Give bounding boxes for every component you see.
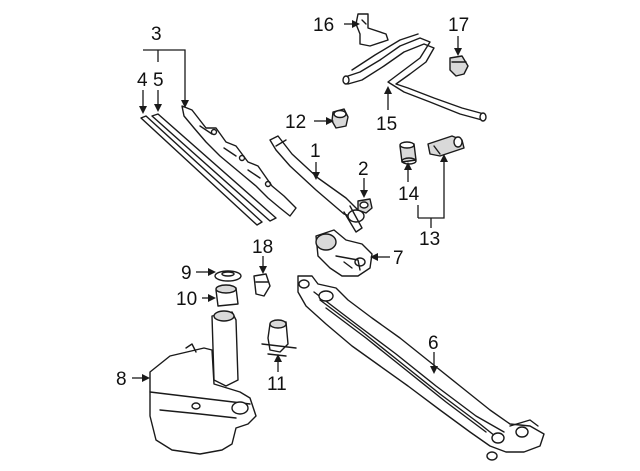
callout-2: 2: [358, 159, 369, 180]
callout-18: 18: [252, 237, 273, 258]
callout-10: 10: [176, 289, 197, 310]
part-10-washer-cap: [215, 284, 239, 307]
callout-11: 11: [267, 374, 287, 395]
callout-4: 4: [137, 70, 148, 91]
leader-lines: [132, 20, 462, 382]
part-3-wiper-blade: [181, 105, 297, 217]
part-17-clip: [449, 55, 469, 77]
callout-12: 12: [285, 112, 306, 133]
callout-17: 17: [448, 15, 469, 36]
part-7-wiper-motor: [315, 229, 373, 277]
part-12-cap: [331, 108, 349, 129]
part-6-wiper-linkage: [297, 275, 545, 461]
part-1-wiper-arm: [269, 135, 365, 233]
callout-8: 8: [116, 369, 127, 390]
part-16-hose-bracket: [355, 13, 389, 47]
callout-5: 5: [153, 70, 164, 91]
part-14-grommet: [399, 141, 417, 165]
part-4-blade-insert: [140, 115, 263, 226]
part-13-washer-nozzle: [427, 135, 465, 157]
part-9-cap-seal: [214, 270, 242, 282]
callout-7: 7: [393, 248, 404, 269]
callout-1: 1: [310, 141, 321, 162]
part-8-washer-reservoir: [149, 310, 257, 455]
callout-13: 13: [419, 229, 440, 250]
callout-15: 15: [376, 114, 397, 135]
part-11-washer-pump: [261, 319, 297, 357]
callout-9: 9: [181, 263, 192, 284]
part-2-arm-nut: [357, 198, 373, 214]
part-15-washer-hose: [342, 33, 487, 122]
callout-16: 16: [313, 15, 334, 36]
callout-14: 14: [398, 184, 420, 205]
part-5-blade-refill: [151, 113, 277, 222]
part-18-pump: [253, 273, 271, 297]
callout-3: 3: [151, 24, 162, 45]
callout-6: 6: [428, 333, 439, 354]
